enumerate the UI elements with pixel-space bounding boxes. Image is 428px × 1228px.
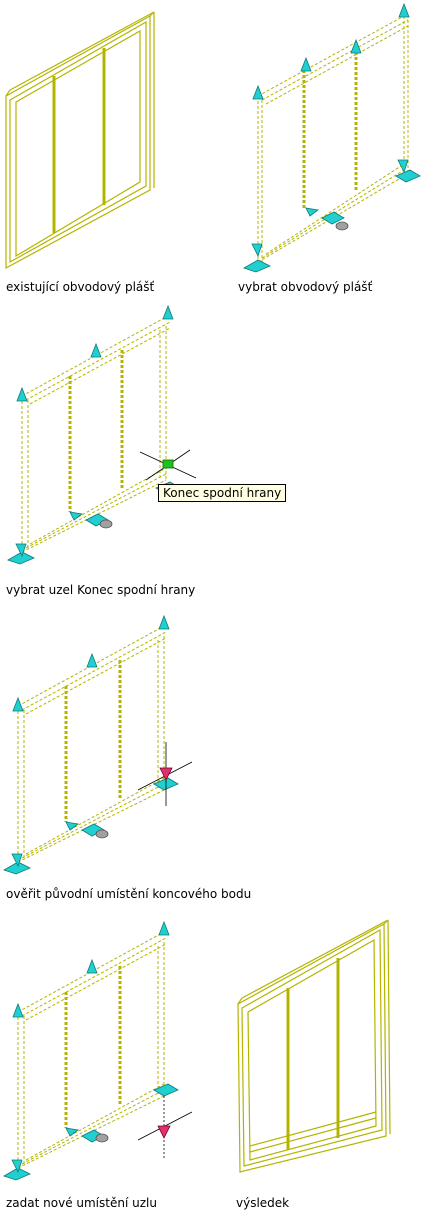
selected-wall-grips[interactable] [243, 2, 421, 273]
specify-drawing [17, 931, 167, 1169]
hover-grip-4[interactable] [95, 1133, 109, 1143]
node-tooltip: Konec spodní hrany [158, 484, 287, 502]
selected-node-grip[interactable] [162, 459, 174, 469]
caption-select-node: vybrat uzel Konec spodní hrany [6, 583, 196, 597]
caption-result: výsledek [236, 1196, 290, 1210]
hover-grip-3[interactable] [95, 829, 109, 839]
caption-existing: existující obvodový plášť [6, 280, 155, 294]
endpoint-marker-2 [157, 1125, 171, 1139]
verify-drawing [17, 625, 167, 863]
caption-verify: ověřit původní umístění koncového bodu [6, 887, 252, 901]
verify-grips[interactable] [3, 614, 179, 875]
result-wall-drawing [237, 919, 391, 1173]
endpoint-marker-1 [159, 767, 173, 781]
hover-grip-2[interactable] [99, 519, 113, 529]
caption-select: vybrat obvodový plášť [238, 280, 373, 294]
selected-wall-drawing [257, 15, 409, 264]
existing-wall-drawing [5, 11, 155, 270]
hover-grip-1[interactable] [335, 221, 349, 231]
caption-specify: zadat nové umístění uzlu [6, 1196, 157, 1210]
specify-grips[interactable] [3, 920, 179, 1181]
